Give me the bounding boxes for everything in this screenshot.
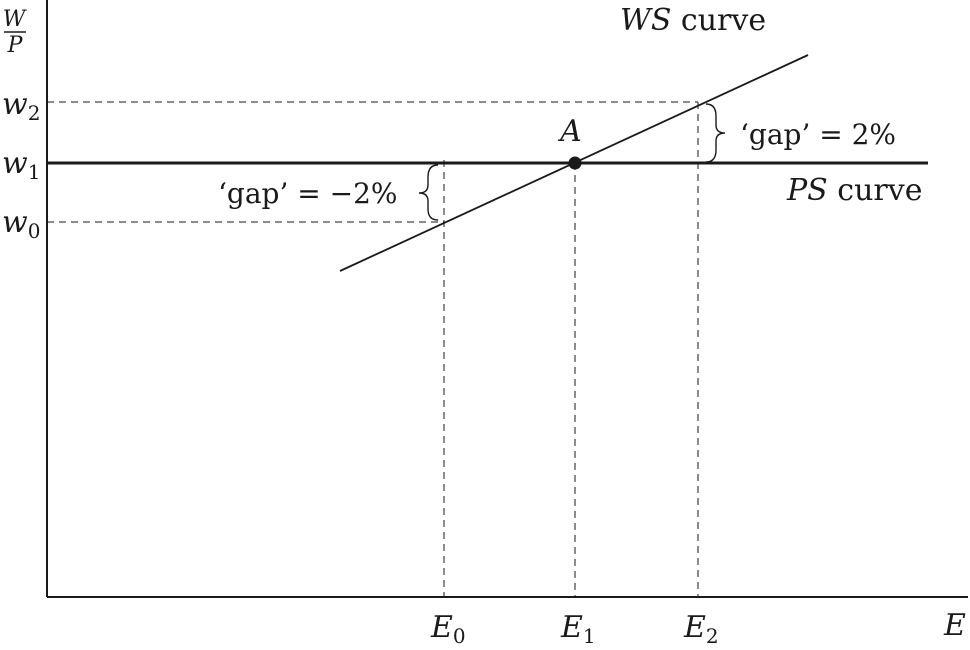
x-axis-label: E [943, 608, 966, 643]
y-tick-w0: w0 [2, 205, 40, 243]
equilibrium-point-a [568, 156, 582, 170]
lower-gap-label: ‘gap’ = −2% [218, 177, 397, 210]
x-tick-e1: E1 [560, 610, 596, 648]
lower-gap-brace [418, 164, 439, 221]
x-tick-e0: E0 [430, 610, 466, 648]
y-axis-label-numerator: W [3, 7, 28, 32]
y-tick-w1: w1 [2, 146, 40, 184]
upper-gap-brace [705, 103, 726, 163]
x-tick-e2: E2 [683, 610, 719, 648]
ps-curve-label: PS curve [786, 173, 922, 208]
y-tick-w2: w2 [2, 87, 40, 125]
y-axis-label-denominator: P [7, 33, 24, 58]
upper-gap-label: ‘gap’ = 2% [740, 118, 896, 151]
y-axis-label: W P [3, 7, 28, 58]
ws-curve-label: WS curve [620, 3, 766, 38]
point-a-label: A [557, 114, 582, 149]
